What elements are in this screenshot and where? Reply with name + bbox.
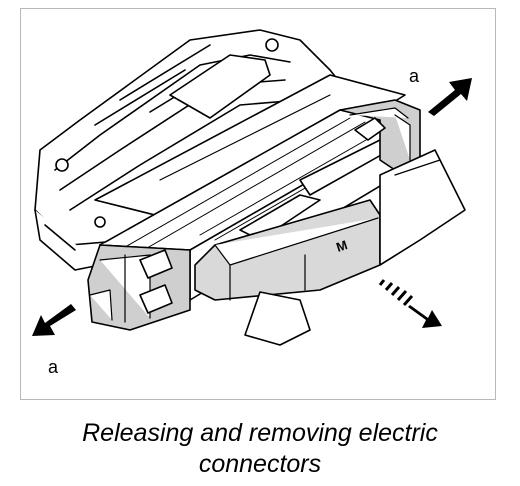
connector-mark: M — [334, 237, 349, 255]
callout-label-right: a — [409, 66, 420, 86]
caption-line-2: connectors — [198, 450, 322, 478]
control-unit-housing — [34, 29, 406, 271]
figure-caption: Releasing and removing electric connecto… — [0, 418, 520, 480]
caption-line-1: Releasing and removing electric — [82, 419, 438, 447]
callout-label-left: a — [48, 357, 59, 377]
release-arrow-left-icon — [32, 304, 76, 336]
release-arrow-right-icon — [428, 78, 472, 116]
pull-off-arrow-icon — [378, 279, 442, 328]
locking-slide-left[interactable] — [87, 244, 191, 331]
connector-plug[interactable] — [194, 149, 466, 346]
locking-slide-right[interactable] — [339, 99, 421, 171]
connector-illustration: M — [32, 29, 472, 346]
